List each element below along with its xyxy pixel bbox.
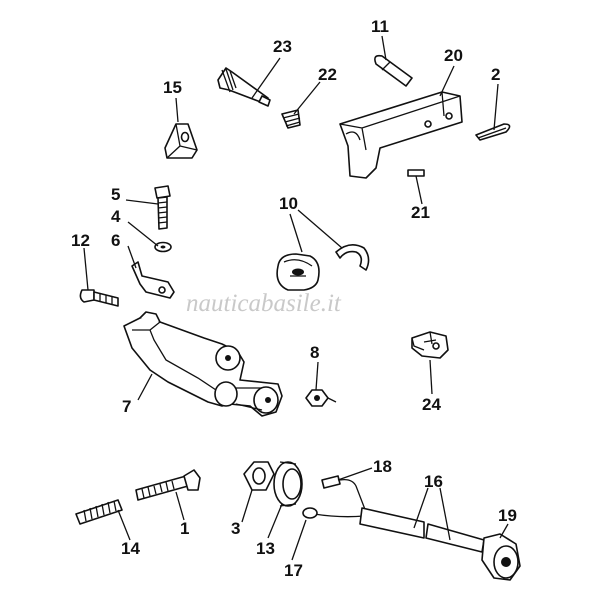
part-22-spring — [281, 109, 301, 129]
callout-4: 4 — [111, 207, 121, 226]
callout-10: 10 — [279, 194, 298, 213]
callout-13: 13 — [256, 539, 275, 558]
callout-17: 17 — [284, 561, 303, 580]
callout-16: 16 — [424, 472, 443, 491]
callout-7: 7 — [122, 397, 131, 416]
callout-12: 12 — [71, 231, 90, 250]
part-15-block — [164, 123, 198, 159]
part-11-pin — [374, 54, 413, 87]
part-2-cotter-pin — [475, 123, 511, 141]
callout-8: 8 — [310, 343, 319, 362]
callout-6: 6 — [111, 231, 120, 250]
part-13-ring — [273, 461, 303, 507]
callout-19: 19 — [498, 506, 517, 525]
part-7-support-arm — [123, 311, 283, 417]
part-1-bolt — [135, 469, 201, 501]
part-21-small-pin — [407, 169, 425, 177]
callout-21: 21 — [411, 203, 430, 222]
part-16-17-18-19-wiring-harness — [302, 475, 521, 581]
callout-23: 23 — [273, 37, 292, 56]
part-4-washer — [154, 241, 172, 253]
callout-3: 3 — [231, 519, 240, 538]
leader-lines — [83, 35, 509, 561]
part-12-screw — [79, 289, 119, 307]
part-14-spring — [75, 499, 123, 525]
callout-22: 22 — [318, 65, 337, 84]
part-24-clip — [411, 331, 449, 359]
callout-11: 11 — [371, 17, 389, 36]
part-8-nut — [305, 389, 337, 407]
callout-15: 15 — [163, 78, 182, 97]
callout-5: 5 — [111, 185, 120, 204]
callout-labels: 23 22 15 11 20 2 21 10 5 4 6 12 7 8 24 1… — [71, 17, 517, 580]
part-23-pin — [217, 67, 271, 107]
callout-20: 20 — [444, 46, 463, 65]
part-3-nut — [243, 461, 275, 491]
part-6-tab-plate — [131, 261, 175, 299]
watermark: nauticabasile.it — [186, 290, 342, 317]
callout-14: 14 — [121, 539, 140, 558]
callout-18: 18 — [373, 457, 392, 476]
part-20-bracket — [339, 91, 463, 179]
part-5-bolt — [154, 185, 171, 230]
callout-1: 1 — [180, 519, 189, 538]
callout-24: 24 — [422, 395, 441, 414]
callout-2: 2 — [491, 65, 500, 84]
part-10-bushing — [276, 244, 370, 291]
